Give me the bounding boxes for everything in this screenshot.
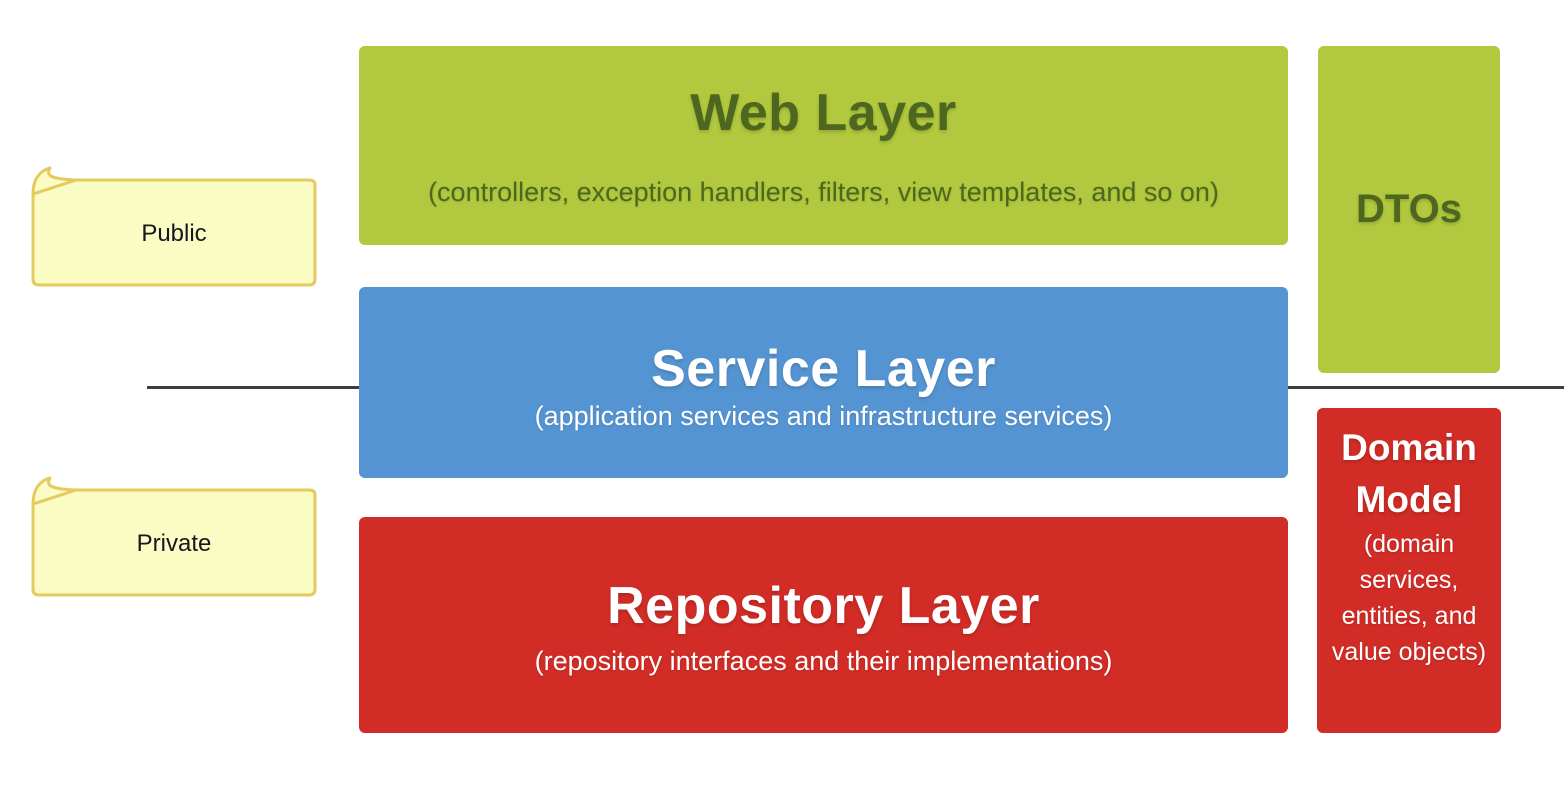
web-layer-subtitle: (controllers, exception handlers, filter… [428,176,1219,207]
repository-layer-box: Repository Layer (repository interfaces … [359,517,1288,733]
private-note: Private [30,476,318,598]
note-shape-icon [31,166,317,287]
service-layer-title: Service Layer [651,339,996,398]
dtos-label: DTOs [1356,187,1462,231]
note-shape-icon [31,476,317,597]
private-note-label: Private [136,530,212,557]
domain-model-title: Domain Model [1341,427,1477,520]
service-layer-subtitle: (application services and infrastructure… [534,400,1113,431]
service-layer-box: Service Layer (application services and … [359,287,1288,478]
repository-layer-title: Repository Layer [607,577,1040,635]
dtos-box: DTOs [1318,46,1500,373]
web-layer-box: Web Layer (controllers, exception handle… [359,46,1288,245]
repository-layer-subtitle: (repository interfaces and their impleme… [534,646,1113,676]
public-note-label: Public [141,220,207,247]
public-note: Public [30,166,318,288]
domain-model-subtitle: (domain services, entities, and value ob… [1331,530,1487,666]
web-layer-title: Web Layer [690,83,957,142]
domain-model-box: Domain Model (domain services, entities,… [1317,408,1501,733]
